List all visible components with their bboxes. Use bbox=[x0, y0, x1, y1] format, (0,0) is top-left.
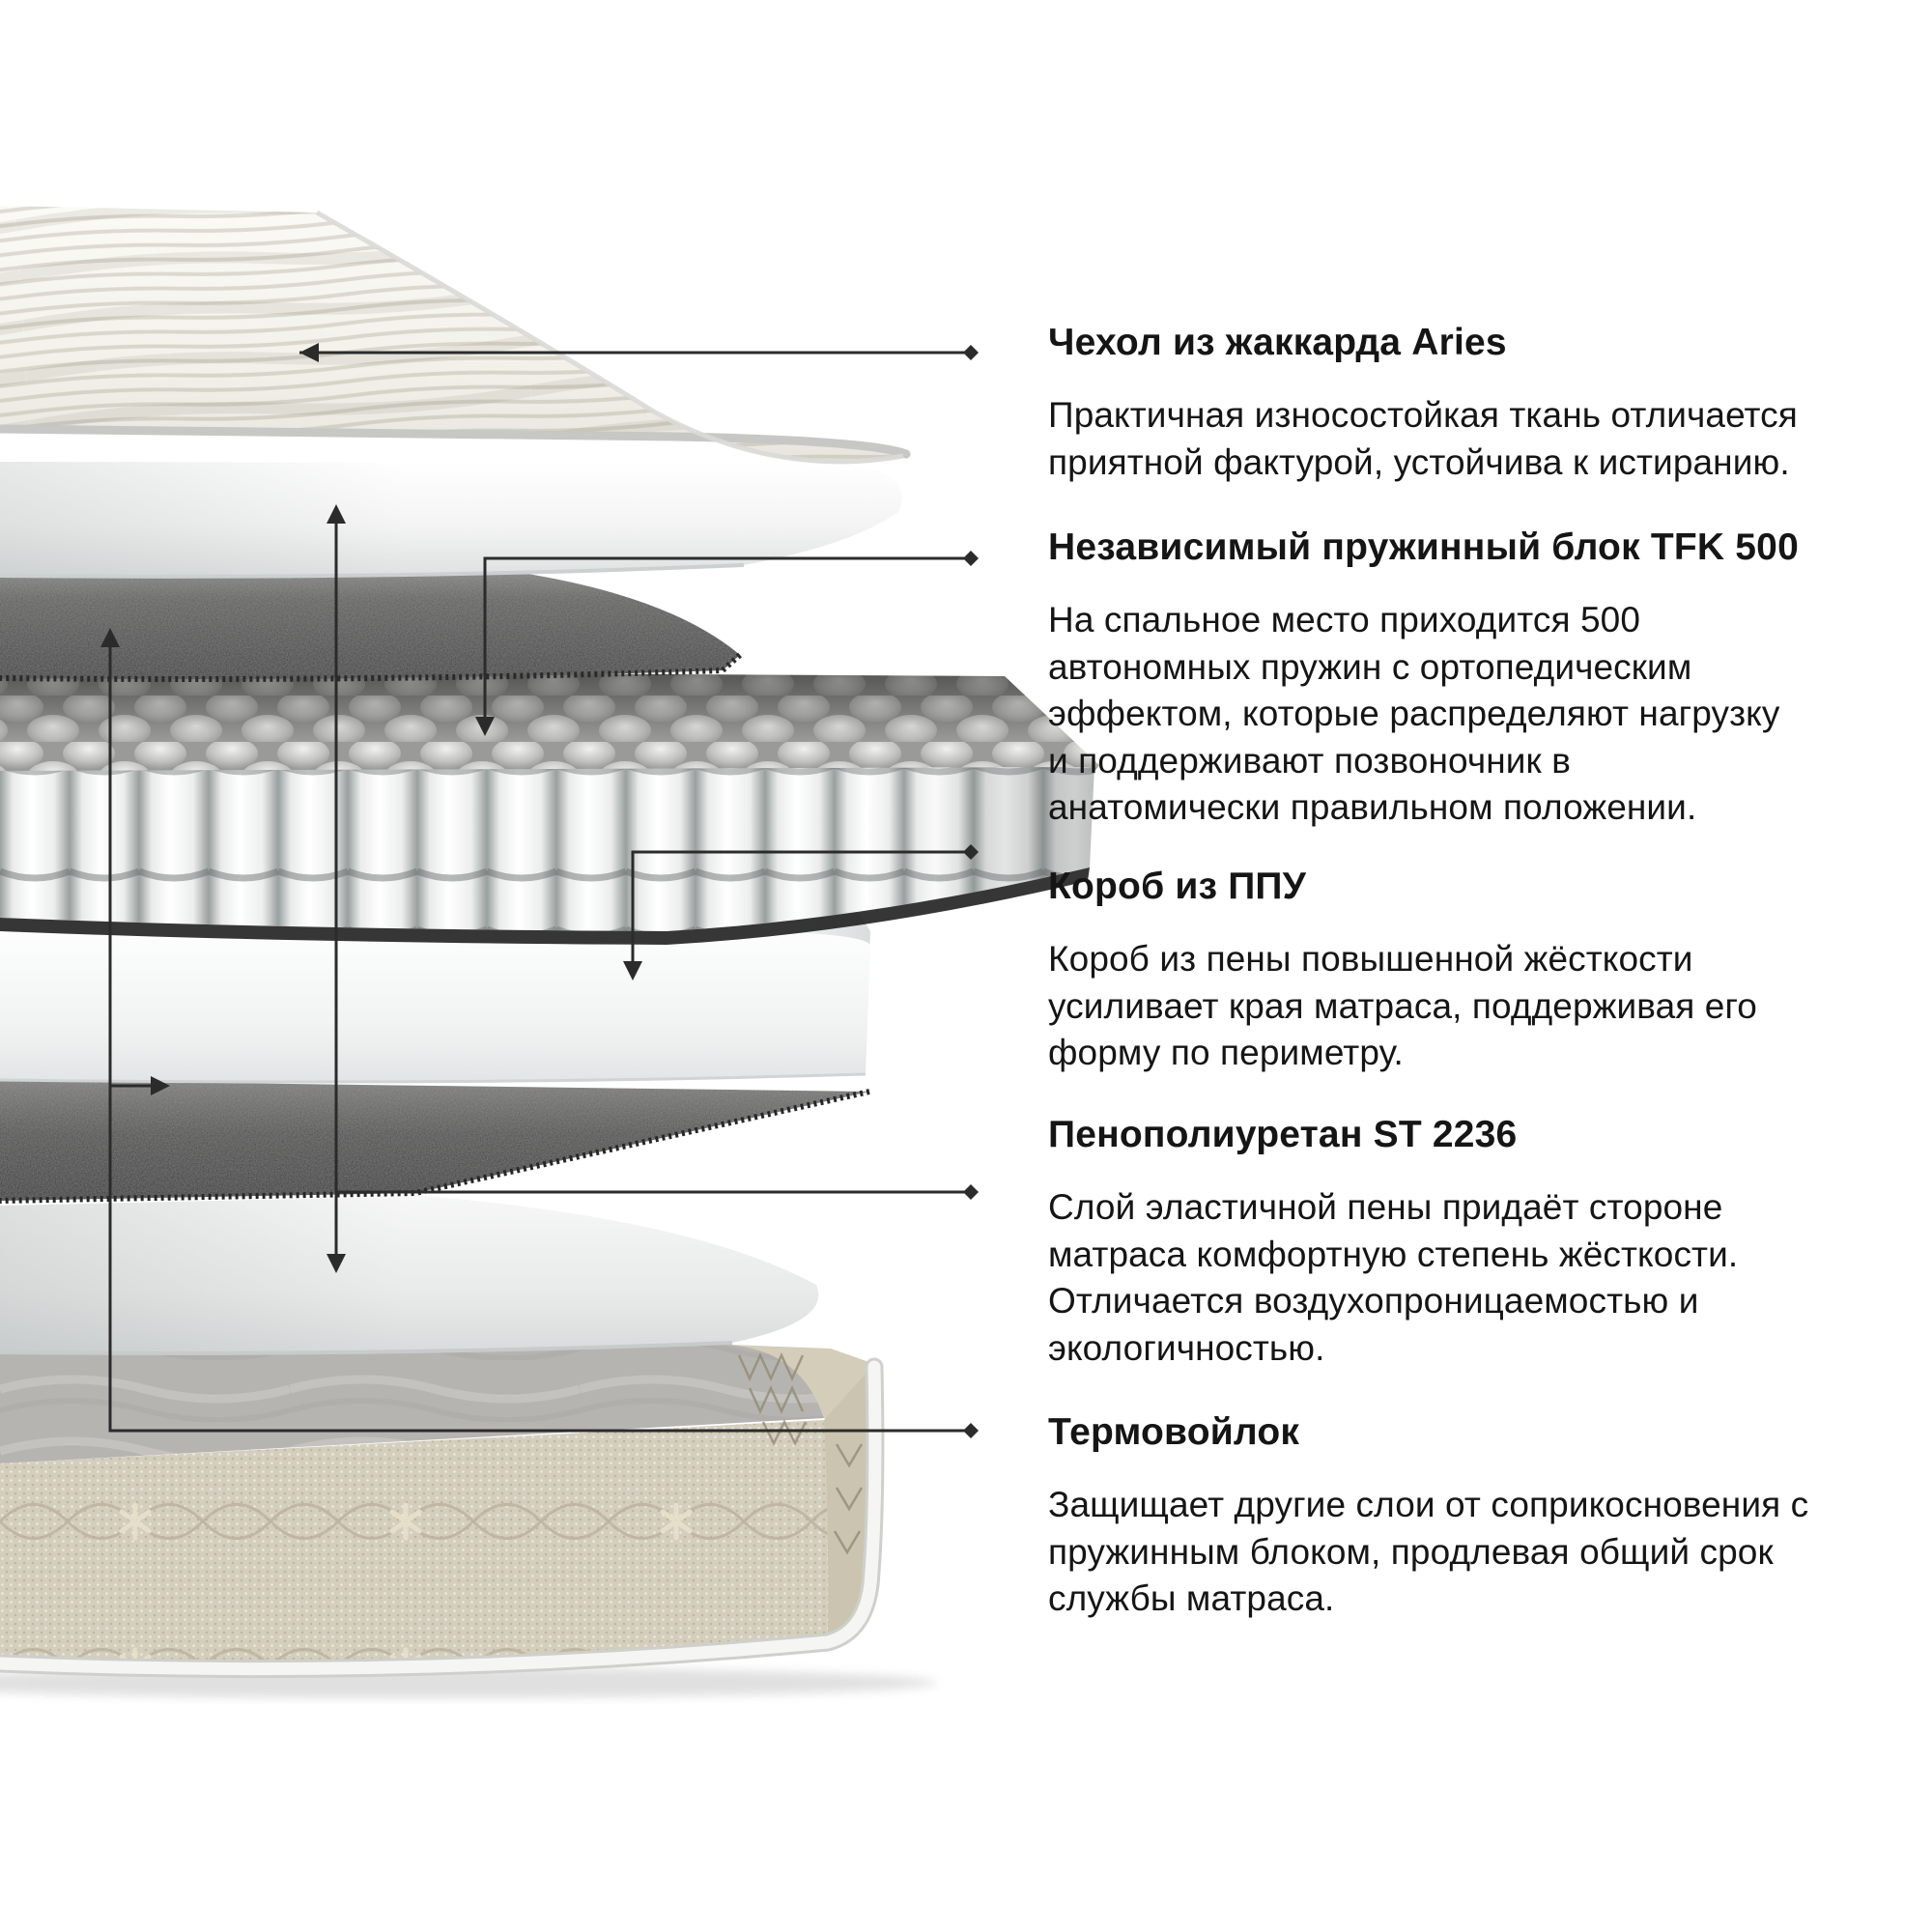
section-heading: Термовойлок bbox=[1048, 1411, 1300, 1453]
leader-line-polyurethane bbox=[327, 504, 979, 1273]
section-heading: Пенополиуретан ST 2236 bbox=[1048, 1114, 1518, 1155]
description-line: и поддерживают позвоночник в bbox=[1048, 740, 1571, 781]
jacquard-cover-layer bbox=[0, 206, 911, 465]
section-heading: Независимый пружинный блок TFK 500 bbox=[1048, 526, 1799, 568]
description-line: Слой эластичной пены придаёт стороне bbox=[1048, 1187, 1723, 1227]
section-body: Защищает другие слои от соприкосновения … bbox=[1048, 1482, 1908, 1623]
section-jacquard-cover: Чехол из жаккарда Aries Практичная износ… bbox=[1048, 320, 1908, 486]
description-line: усиливает края матраса, поддерживая его bbox=[1048, 985, 1757, 1026]
description-line: службы матраса. bbox=[1048, 1578, 1335, 1618]
section-ppu-box: Короб из ППУ Короб из пены повышенной жё… bbox=[1048, 864, 1908, 1077]
section-body: Слой эластичной пены придаёт стороне матр… bbox=[1048, 1184, 1908, 1372]
section-heading: Чехол из жаккарда Aries bbox=[1048, 322, 1507, 363]
foam-sheet-bottom-layer bbox=[0, 1196, 819, 1355]
description-line: Защищает другие слои от соприкосновения … bbox=[1048, 1485, 1809, 1524]
cover-piping bbox=[0, 424, 911, 459]
description-line: эффектом, которые распределяют нагрузку bbox=[1048, 694, 1780, 733]
section-body: На спальное место приходится 500 автономн… bbox=[1048, 597, 1908, 832]
section-polyurethane: Пенополиуретан ST 2236 Слой эластичной п… bbox=[1048, 1112, 1908, 1372]
section-body: Короб из пены повышенной жёсткости усилив… bbox=[1048, 936, 1908, 1077]
leader-line-thermofelt bbox=[100, 628, 979, 1438]
leader-lines bbox=[100, 343, 979, 1438]
box-front-face bbox=[0, 918, 871, 1082]
description-line: Короб из пены повышенной жёсткости bbox=[1048, 939, 1693, 979]
section-thermofelt: Термовойлок Защищает другие слои от сопр… bbox=[1048, 1409, 1908, 1623]
base-zigzag-stitching bbox=[737, 1351, 864, 1555]
leader-line-cover bbox=[299, 343, 979, 362]
description-line: автономных пружин с ортопедическим bbox=[1048, 646, 1692, 687]
description-line: На спальное место приходится 500 bbox=[1048, 600, 1640, 639]
description-line: форму по периметру. bbox=[1048, 1033, 1404, 1072]
description-line: экологичностью. bbox=[1048, 1327, 1325, 1368]
description-line: пружинным блоком, продлевая общий срок bbox=[1048, 1531, 1774, 1572]
section-spring-block: Независимый пружинный блок TFK 500 На сп… bbox=[1048, 525, 1908, 832]
section-heading: Короб из ППУ bbox=[1048, 866, 1307, 907]
thermofelt-bottom-layer bbox=[0, 1080, 870, 1204]
base-right-rim bbox=[729, 1345, 874, 1420]
quilted-base-layer bbox=[0, 1345, 937, 1698]
spring-base-shadow bbox=[0, 867, 1090, 945]
section-body: Практичная износостойкая ткань отличаетс… bbox=[1048, 392, 1908, 486]
spring-block-layer bbox=[0, 670, 1099, 945]
foam-sheet-top-layer bbox=[0, 462, 902, 579]
leader-line-ppu-box bbox=[623, 844, 979, 980]
leader-line-spring-block bbox=[475, 551, 979, 736]
description-line: Отличается воздухопроницаемостью и bbox=[1048, 1281, 1699, 1321]
description-line: Практичная износостойкая ткань отличаетс… bbox=[1048, 395, 1798, 435]
description-line: матраса комфортную степень жёсткости. bbox=[1048, 1234, 1739, 1274]
description-line: анатомически правильном положении. bbox=[1048, 787, 1697, 827]
description-line: приятной фактурой, устойчива к истиранию… bbox=[1048, 441, 1790, 482]
